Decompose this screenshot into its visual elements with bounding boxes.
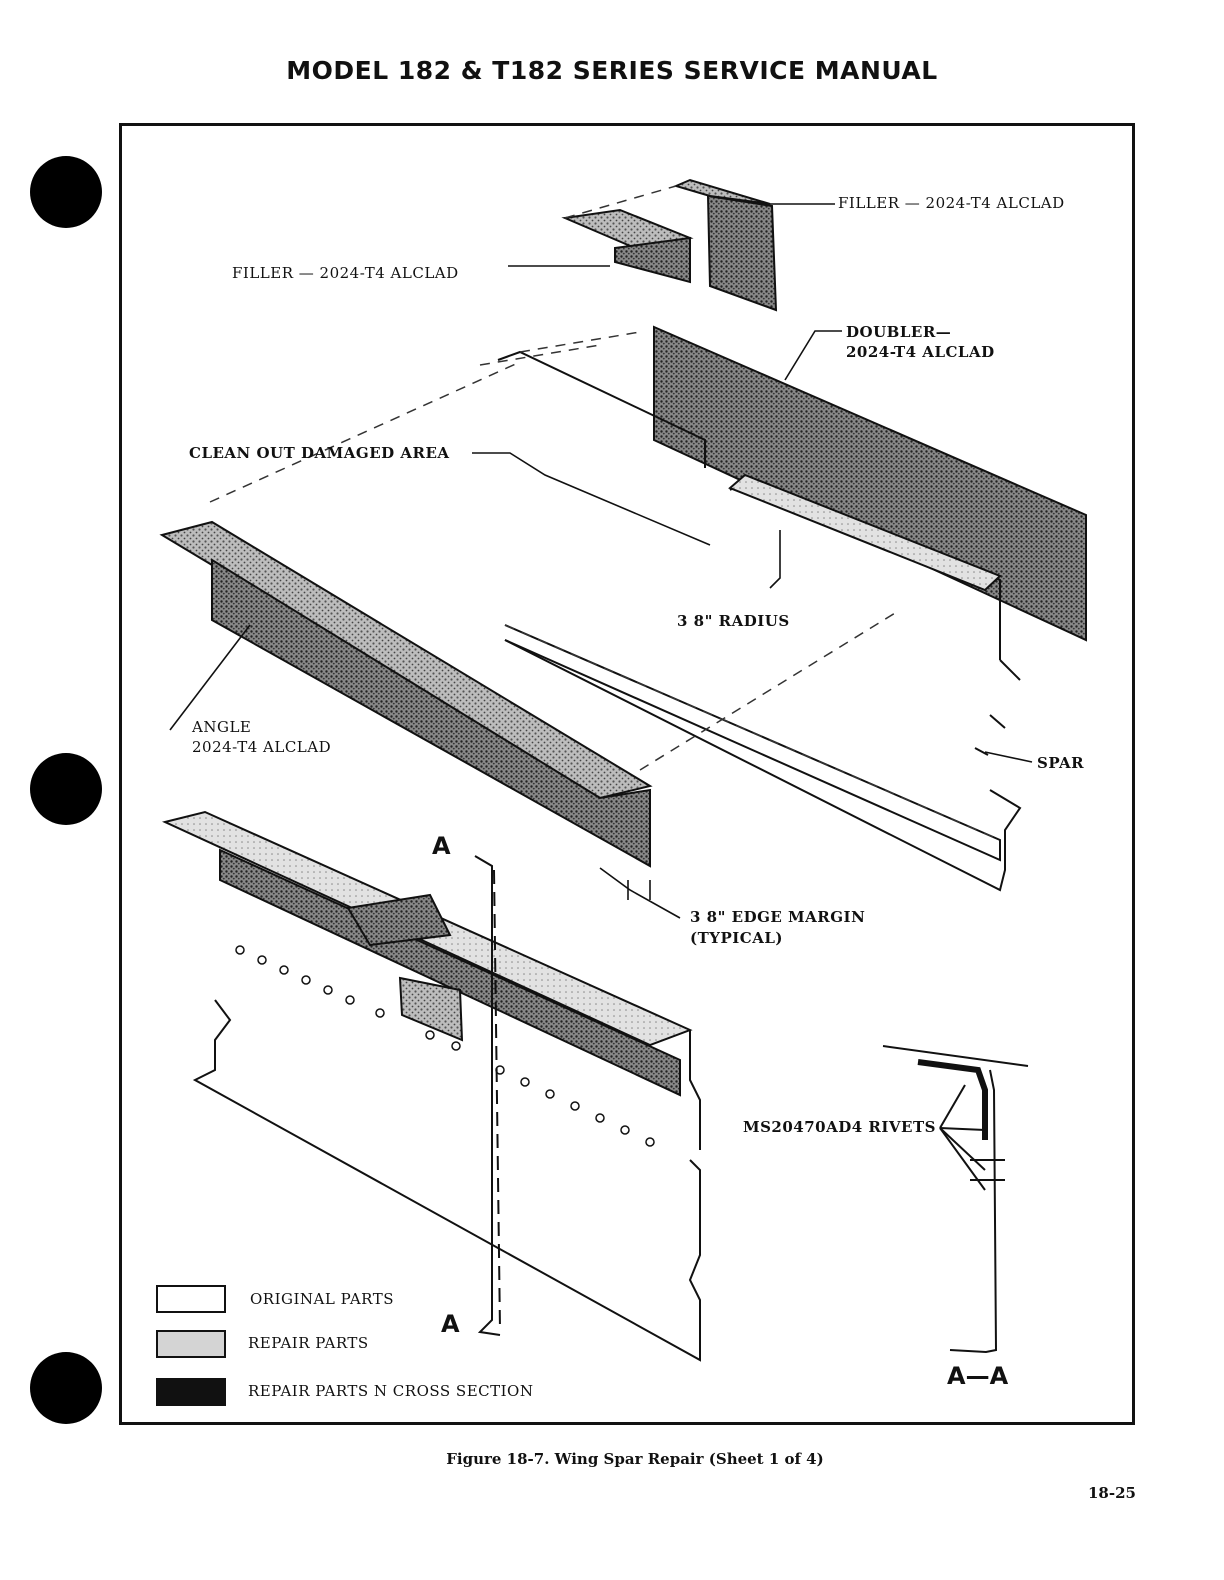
section-cut-line: [474, 855, 501, 1336]
legend-label-repair: REPAIR PARTS: [248, 1334, 369, 1352]
filler-left-part: [561, 208, 694, 284]
angle-part: [159, 520, 653, 868]
section-aa-detail: [882, 1045, 1029, 1354]
filler-right-part: [673, 178, 778, 312]
binder-hole-middle: [30, 753, 102, 825]
section-view-title: A—A: [947, 1362, 1009, 1390]
label-clean-out-damaged-area: CLEAN OUT DAMAGED AREA: [189, 444, 450, 462]
leader-lines: [169, 203, 1033, 919]
section-marker-top: A: [432, 832, 451, 860]
label-angle-line1: ANGLE: [192, 718, 252, 736]
label-edge-margin-line2: (TYPICAL): [690, 929, 783, 947]
page-number: 18-25: [1088, 1484, 1136, 1502]
doubler-plate: [653, 325, 1087, 642]
label-rivets: MS20470AD4 RIVETS: [743, 1118, 936, 1136]
page-header-title: MODEL 182 & T182 SERIES SERVICE MANUAL: [286, 56, 938, 85]
label-spar: SPAR: [1037, 754, 1085, 772]
label-doubler-line2: 2024-T4 ALCLAD: [846, 343, 995, 361]
legend-label-original: ORIGINAL PARTS: [250, 1290, 394, 1308]
legend-label-cross-section: REPAIR PARTS N CROSS SECTION: [248, 1382, 534, 1400]
label-filler-left: FILLER — 2024-T4 ALCLAD: [232, 264, 459, 282]
label-radius: 3 8" RADIUS: [677, 612, 790, 630]
label-angle-line2: 2024-T4 ALCLAD: [192, 738, 332, 756]
label-edge-margin-line1: 3 8" EDGE MARGIN: [690, 908, 866, 926]
rivet-holes: [235, 945, 655, 1147]
construction-lines: [209, 185, 1001, 841]
figure-frame: [119, 123, 1135, 1425]
legend-swatch-cross-section: [156, 1378, 226, 1406]
binder-hole-bottom: [30, 1352, 102, 1424]
section-marker-bottom: A: [441, 1310, 460, 1338]
figure-caption: Figure 18-7. Wing Spar Repair (Sheet 1 o…: [446, 1450, 824, 1468]
binder-hole-top: [30, 156, 102, 228]
legend-swatch-original: [156, 1285, 226, 1313]
assembled-spar: [161, 810, 701, 1362]
legend-swatch-repair: [156, 1330, 226, 1358]
spar-upper: [497, 350, 1022, 892]
label-filler-right: FILLER — 2024-T4 ALCLAD: [838, 194, 1065, 212]
label-doubler-line1: DOUBLER—: [846, 323, 952, 341]
